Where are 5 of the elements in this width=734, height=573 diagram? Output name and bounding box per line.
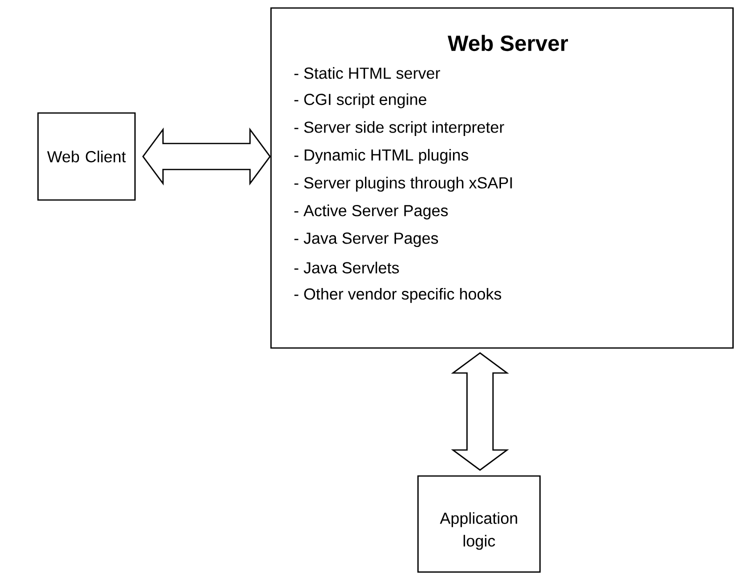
server-box: Web Server - Static HTML server - CGI script engine - Server side script interpreter - Dynamic HTML plugins - Server plugins through xSAPI - Active Server Pages - Java Server Pages - Java Servlets - Other vendor specific hooks <box>270 7 734 349</box>
logic-box: Application logic <box>417 475 541 573</box>
block-arrow <box>142 127 271 186</box>
block-arrow <box>450 352 510 471</box>
client-box: Web Client <box>37 112 136 201</box>
